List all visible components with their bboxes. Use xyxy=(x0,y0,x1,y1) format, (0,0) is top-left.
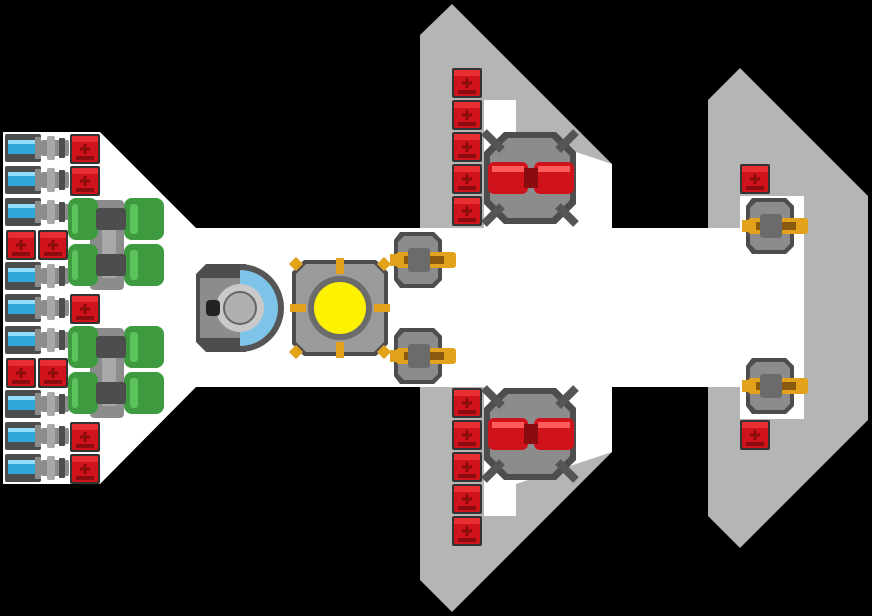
hull-center-corridor xyxy=(420,228,740,387)
thruster-block[interactable] xyxy=(5,262,69,290)
red-cell-block[interactable] xyxy=(452,516,482,546)
red-cell-block[interactable] xyxy=(70,422,100,452)
thruster-block[interactable] xyxy=(5,198,69,226)
shield-generator[interactable] xyxy=(196,264,284,352)
thruster-block[interactable] xyxy=(5,390,69,418)
red-cell-block[interactable] xyxy=(38,230,68,260)
cannon-front-upper[interactable] xyxy=(390,232,456,288)
thruster-block[interactable] xyxy=(5,422,69,450)
thruster-block[interactable] xyxy=(5,134,69,162)
red-cell-block[interactable] xyxy=(70,166,100,196)
thruster-block[interactable] xyxy=(5,326,69,354)
red-cell-block[interactable] xyxy=(6,230,36,260)
cannon-rear-upper[interactable] xyxy=(742,198,808,254)
red-cell-block[interactable] xyxy=(452,452,482,482)
laser-turret-block[interactable] xyxy=(481,385,579,483)
fuel-tank-block[interactable] xyxy=(68,326,164,418)
red-cell-block[interactable] xyxy=(452,164,482,194)
reactor-core[interactable] xyxy=(288,256,392,360)
thruster-block[interactable] xyxy=(5,294,69,322)
red-cell-block[interactable] xyxy=(38,358,68,388)
red-cell-block[interactable] xyxy=(452,484,482,514)
red-cell-block[interactable] xyxy=(452,420,482,450)
red-cell-block[interactable] xyxy=(452,68,482,98)
cannon-front-lower[interactable] xyxy=(390,328,456,384)
red-cell-block[interactable] xyxy=(452,100,482,130)
cannon-rear-lower[interactable] xyxy=(742,358,808,414)
red-cell-block[interactable] xyxy=(740,164,770,194)
thruster-block[interactable] xyxy=(5,454,69,482)
fuel-tank-block[interactable] xyxy=(68,198,164,290)
red-cell-block[interactable] xyxy=(6,358,36,388)
red-cell-block[interactable] xyxy=(452,388,482,418)
red-cell-block[interactable] xyxy=(740,420,770,450)
red-cell-block[interactable] xyxy=(70,294,100,324)
laser-turret-block[interactable] xyxy=(481,129,579,227)
red-cell-block[interactable] xyxy=(452,196,482,226)
thruster-block[interactable] xyxy=(5,166,69,194)
red-cell-block[interactable] xyxy=(70,454,100,484)
red-cell-block[interactable] xyxy=(70,134,100,164)
red-cell-block[interactable] xyxy=(452,132,482,162)
